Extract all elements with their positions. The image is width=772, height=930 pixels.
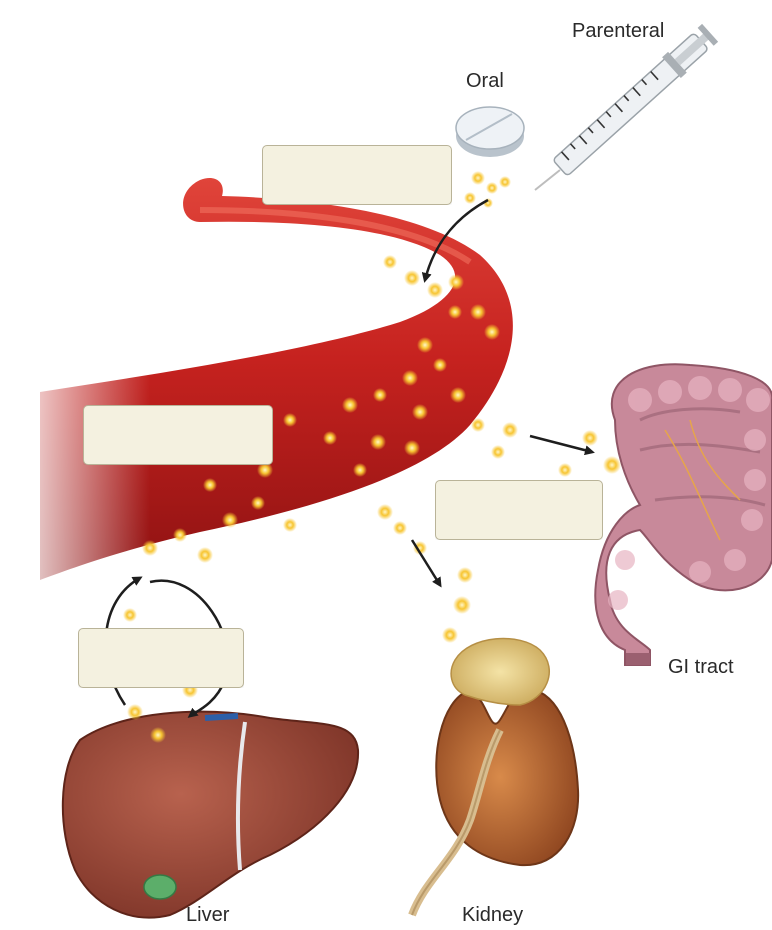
- kidney-label: Kidney: [462, 904, 523, 927]
- gi-tract-label: GI tract: [668, 656, 734, 679]
- excretion-label-box[interactable]: [435, 480, 603, 540]
- pill-icon: [456, 107, 524, 157]
- syringe-icon: [535, 22, 719, 190]
- oral-label: Oral: [466, 70, 504, 93]
- kidney-illustration: [412, 639, 578, 915]
- liver-illustration: [63, 712, 358, 918]
- parenteral-label: Parenteral: [572, 20, 664, 43]
- liver-label: Liver: [186, 904, 229, 927]
- metabolism-label-box[interactable]: [78, 628, 244, 688]
- gi-tract-illustration: [595, 364, 772, 665]
- absorption-label-box[interactable]: [262, 145, 452, 205]
- distribution-label-box[interactable]: [83, 405, 273, 465]
